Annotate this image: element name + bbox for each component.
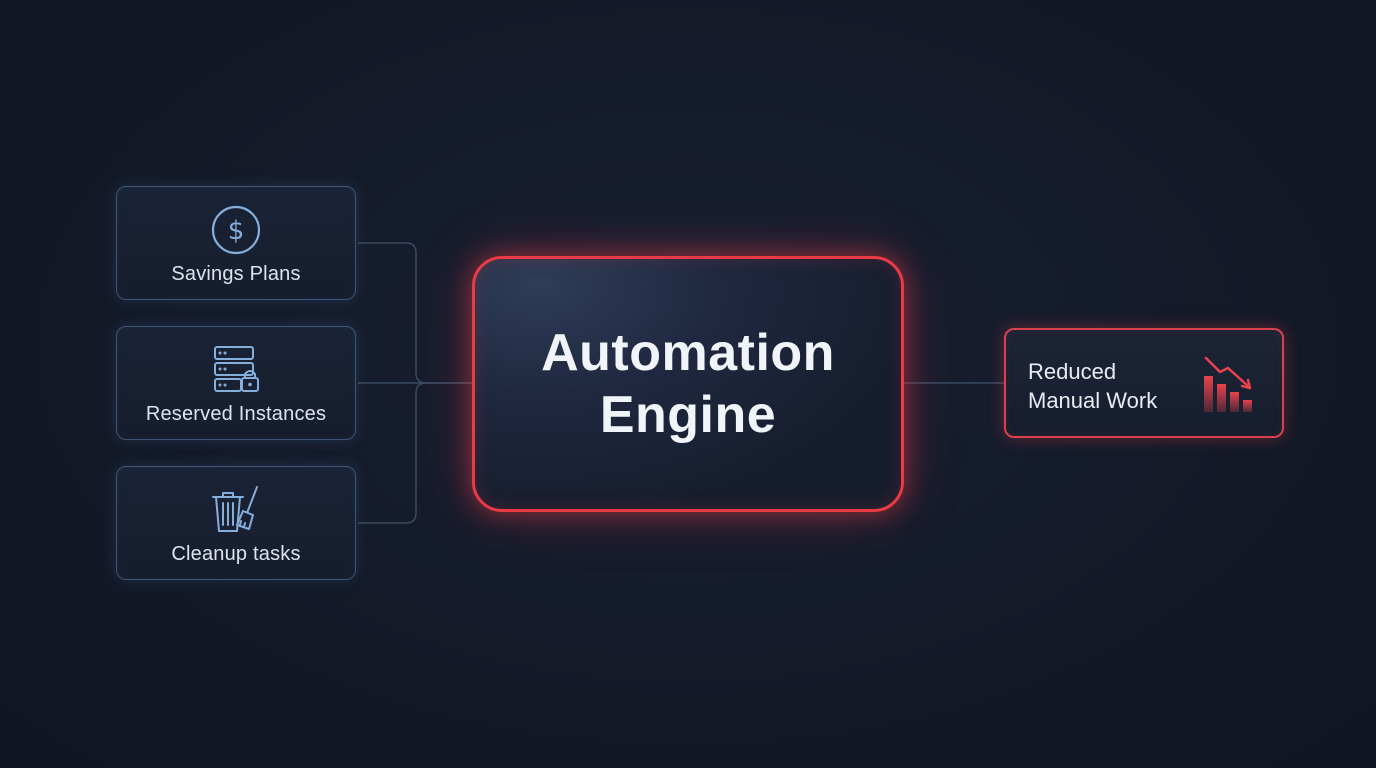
server-lock-icon xyxy=(214,346,259,392)
input-label-reserved-instances: Reserved Instances xyxy=(145,403,327,425)
connector-savings-plans xyxy=(358,242,472,384)
svg-text:$: $ xyxy=(228,216,245,246)
input-card-savings-plans[interactable]: $ Savings Plans xyxy=(116,186,356,300)
engine-title-line-2: Engine xyxy=(599,386,777,444)
engine-title-line-1: Automation xyxy=(541,324,835,382)
result-label-line-1: Reduced xyxy=(1028,359,1117,384)
result-label: Reduced Manual Work xyxy=(1028,357,1157,415)
result-label-line-2: Manual Work xyxy=(1028,388,1158,413)
automation-engine-box[interactable]: Automation Engine xyxy=(472,256,904,512)
input-label-cleanup-tasks: Cleanup tasks xyxy=(171,543,301,565)
result-card-reduced-manual-work[interactable]: Reduced Manual Work xyxy=(1004,328,1284,438)
declining-bar-chart-icon xyxy=(1204,356,1252,412)
input-card-cleanup-tasks[interactable]: Cleanup tasks xyxy=(116,466,356,580)
dollar-circle-icon: $ xyxy=(211,205,261,255)
trash-broom-icon xyxy=(212,486,258,532)
input-label-savings-plans: Savings Plans xyxy=(171,263,301,285)
input-card-reserved-instances[interactable]: Reserved Instances xyxy=(116,326,356,440)
connector-cleanup-tasks xyxy=(358,382,427,524)
